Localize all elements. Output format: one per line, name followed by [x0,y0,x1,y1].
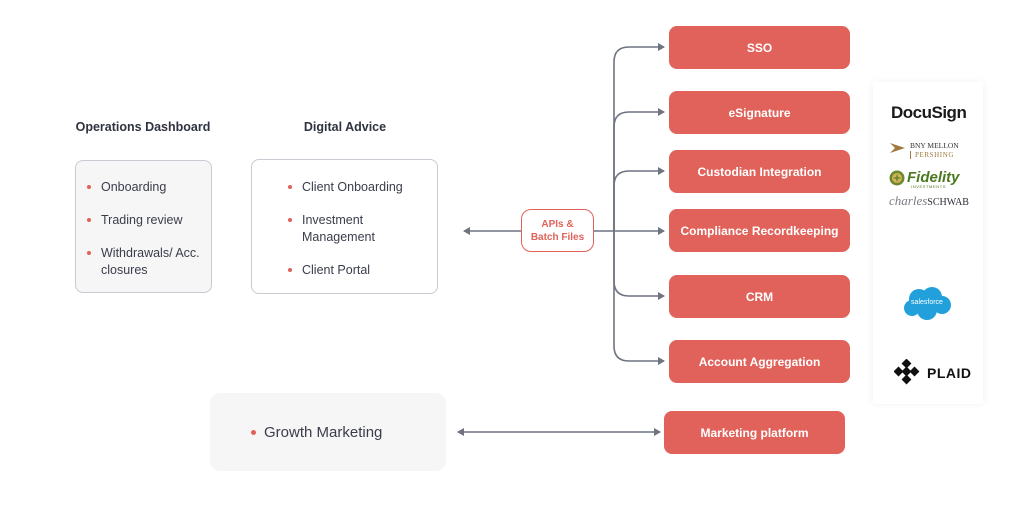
schwab-name: SCHWAB [927,197,969,208]
bny-arrow-icon [890,143,905,153]
service-esignature[interactable]: eSignature [669,91,850,134]
branch-crm [613,231,665,300]
plaid-pattern-icon [894,359,920,385]
operations-item: Onboarding [87,179,211,196]
operations-title: Operations Dashboard [75,120,211,134]
fidelity-emblem-icon [889,170,905,186]
service-account-aggregation[interactable]: Account Aggregation [669,340,850,383]
growth-marketing-label: Growth Marketing [264,424,383,441]
operations-item: Trading review [87,212,211,229]
bny-line-2: PERSHING [910,151,954,159]
plaid-wordmark: PLAID [927,365,972,381]
salesforce-cloud-icon [904,287,951,320]
partner-logo-strip [873,82,983,404]
service-custodian-integration[interactable]: Custodian Integration [669,150,850,193]
marketing-platform[interactable]: Marketing platform [664,411,845,454]
service-sso[interactable]: SSO [669,26,850,69]
api-line-1: APIs & [541,218,574,230]
digital-advice-item: Client Portal [288,262,437,279]
api-line-2: Batch Files [530,231,585,243]
digital-advice-title: Digital Advice [303,120,387,134]
growth-bullet [251,430,256,435]
operations-panel: Onboarding Trading review Withdrawals/ A… [75,160,212,293]
operations-item: Withdrawals/ Acc. closures [87,245,201,279]
docusign-logo: DocuSign [891,103,967,122]
digital-advice-item: Client Onboarding [288,179,437,196]
branch-sso [613,43,665,231]
salesforce-logo: salesforce [902,286,952,322]
branch-esignature [613,108,665,231]
api-batch-files-pill: APIs & Batch Files [521,209,594,252]
branch-aggregation [613,231,665,365]
salesforce-wordmark: salesforce [911,299,943,306]
bny-line-1: BNY MELLON [910,141,959,150]
plaid-logo: PLAID [894,359,974,387]
fidelity-logo: Fidelity INVESTMENTS [889,169,974,191]
fidelity-subtext: INVESTMENTS [911,184,947,189]
fidelity-wordmark: Fidelity [907,169,960,186]
service-compliance-recordkeeping[interactable]: Compliance Recordkeeping [669,209,850,252]
digital-advice-item: Investment Management [288,212,392,246]
bny-mellon-pershing-logo: BNY MELLON PERSHING [890,141,970,161]
schwab-charles: charles [889,193,928,208]
growth-marketing-panel: Growth Marketing [210,393,446,471]
charles-schwab-logo: charlesSCHWAB [889,192,969,210]
digital-advice-panel: Client Onboarding Investment Management … [251,159,438,294]
branch-custodian [613,167,665,231]
service-crm[interactable]: CRM [669,275,850,318]
